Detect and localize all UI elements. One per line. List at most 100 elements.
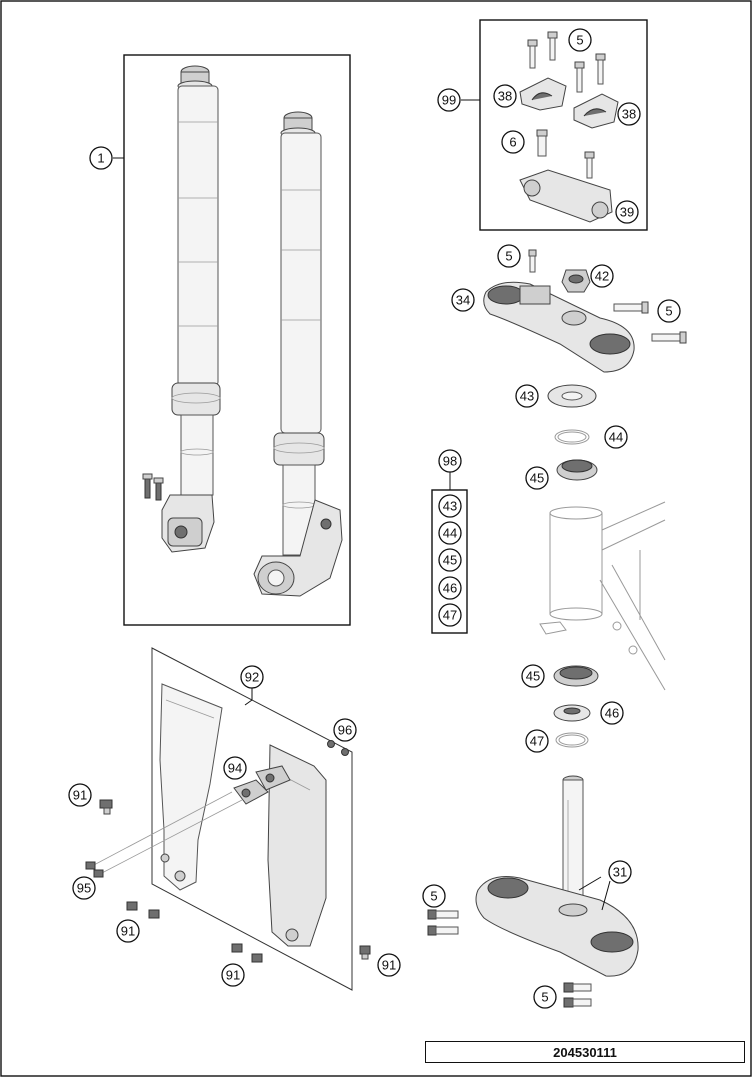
svg-text:42: 42 bbox=[595, 269, 609, 284]
callout-fork-assembly: 1 bbox=[89, 146, 113, 170]
callout-kit-item-4: 46 bbox=[438, 576, 462, 600]
svg-text:96: 96 bbox=[338, 723, 352, 738]
o-ring-lower bbox=[555, 732, 589, 748]
clamp-kit-frame bbox=[479, 19, 648, 231]
clamp-bridge bbox=[519, 169, 613, 223]
svg-text:45: 45 bbox=[530, 471, 544, 486]
guard-screw-a bbox=[99, 799, 113, 815]
fork-guard-left bbox=[159, 683, 223, 891]
svg-text:5: 5 bbox=[576, 33, 583, 48]
guard-screw-c bbox=[231, 943, 263, 963]
callout-screw-top-clamp: 5 bbox=[497, 244, 521, 268]
bearing-kit-frame bbox=[431, 489, 468, 634]
fork-assembly-frame bbox=[123, 54, 351, 626]
lower-triple-clamp-group: 31 5 5 bbox=[422, 775, 639, 1009]
fork-guard-right bbox=[267, 744, 327, 947]
svg-text:44: 44 bbox=[609, 430, 623, 445]
svg-text:39: 39 bbox=[620, 205, 634, 220]
svg-text:34: 34 bbox=[456, 293, 470, 308]
lower-triple-clamp bbox=[475, 876, 639, 977]
svg-text:47: 47 bbox=[530, 734, 544, 749]
upper-triple-clamp-group: 5 42 34 5 bbox=[451, 244, 687, 373]
right-fork-leg bbox=[253, 111, 343, 597]
callout-brake-line-guide: 94 bbox=[223, 756, 247, 780]
svg-text:5: 5 bbox=[430, 889, 437, 904]
svg-text:5: 5 bbox=[665, 304, 672, 319]
fork-guard-kit-group: 92 94 96 95 bbox=[68, 647, 401, 991]
callout-screw-91-a: 91 bbox=[68, 783, 92, 807]
svg-text:98: 98 bbox=[443, 454, 457, 469]
lower-clamp-screws-bottom bbox=[563, 982, 592, 1008]
left-fork-leg bbox=[161, 65, 221, 553]
callout-kit-item-2: 44 bbox=[438, 521, 462, 545]
cap-nut bbox=[327, 740, 335, 748]
svg-text:38: 38 bbox=[622, 107, 636, 122]
svg-text:6: 6 bbox=[509, 135, 516, 150]
svg-text:43: 43 bbox=[520, 389, 534, 404]
svg-text:92: 92 bbox=[245, 670, 259, 685]
callout-clamp-bridge: 39 bbox=[615, 200, 639, 224]
callout-clamp-kit: 99 bbox=[437, 88, 461, 112]
svg-text:46: 46 bbox=[605, 706, 619, 721]
svg-text:91: 91 bbox=[73, 788, 87, 803]
svg-text:5: 5 bbox=[541, 990, 548, 1005]
callout-clamp-right: 38 bbox=[617, 102, 641, 126]
lower-clamp-screws-left bbox=[427, 909, 459, 936]
callout-bearing-lower: 45 bbox=[521, 664, 545, 688]
svg-text:91: 91 bbox=[121, 924, 135, 939]
callout-fork-guard-kit: 92 bbox=[240, 665, 264, 689]
callout-screw-6: 6 bbox=[501, 130, 525, 154]
fork-assembly-group: 1 bbox=[89, 54, 351, 626]
callout-screw-91-b: 91 bbox=[116, 919, 140, 943]
callout-kit-item-3: 45 bbox=[438, 548, 462, 572]
callout-seal-ring: 46 bbox=[600, 701, 624, 725]
callout-screw-lower-lower: 5 bbox=[533, 985, 557, 1009]
callout-upper-triple-clamp: 34 bbox=[451, 288, 475, 312]
frame-head-tube-ghost bbox=[539, 501, 666, 691]
svg-text:45: 45 bbox=[526, 669, 540, 684]
callout-bearing-kit: 98 bbox=[438, 449, 462, 473]
callout-kit-item-1: 43 bbox=[438, 494, 462, 518]
clamp-kit-screws bbox=[527, 31, 606, 179]
lower-bearing-stack: 45 46 47 bbox=[521, 664, 624, 753]
svg-text:94: 94 bbox=[228, 761, 242, 776]
callout-cap-nut: 96 bbox=[333, 718, 357, 742]
brake-line-guide bbox=[233, 779, 269, 805]
svg-text:46: 46 bbox=[443, 581, 457, 596]
svg-text:43: 43 bbox=[443, 499, 457, 514]
svg-text:45: 45 bbox=[443, 553, 457, 568]
svg-text:1: 1 bbox=[97, 151, 104, 166]
callout-nut: 42 bbox=[590, 264, 614, 288]
svg-text:31: 31 bbox=[613, 865, 627, 880]
callout-screw-lower-upper: 5 bbox=[422, 884, 446, 908]
svg-text:91: 91 bbox=[382, 958, 396, 973]
part-number-label: 204530111 bbox=[425, 1041, 745, 1063]
callout-o-ring: 44 bbox=[604, 425, 628, 449]
callout-o-ring-lower: 47 bbox=[525, 729, 549, 753]
callout-lower-triple-clamp: 31 bbox=[608, 860, 632, 884]
guard-screw-b bbox=[126, 901, 160, 919]
clamp-kit-group: 5 99 38 38 6 39 bbox=[437, 19, 648, 231]
svg-text:44: 44 bbox=[443, 526, 457, 541]
svg-text:5: 5 bbox=[505, 249, 512, 264]
callout-clamp-left: 38 bbox=[493, 84, 517, 108]
callout-screw-95: 95 bbox=[72, 876, 96, 900]
o-ring bbox=[554, 429, 590, 445]
guard-screw-d bbox=[359, 945, 371, 960]
callout-screw-top-kit: 5 bbox=[568, 28, 592, 52]
steering-bearing-stack: 43 44 45 bbox=[515, 384, 628, 490]
callout-screw-upper-side: 5 bbox=[657, 299, 681, 323]
callout-screw-91-d: 91 bbox=[377, 953, 401, 977]
callout-kit-item-5: 47 bbox=[438, 603, 462, 627]
callout-dust-seal-ring: 43 bbox=[515, 384, 539, 408]
svg-text:38: 38 bbox=[498, 89, 512, 104]
svg-text:99: 99 bbox=[442, 93, 456, 108]
svg-text:95: 95 bbox=[77, 881, 91, 896]
long-guard-screws bbox=[85, 791, 243, 878]
callout-screw-91-c: 91 bbox=[221, 963, 245, 987]
callout-bearing-upper: 45 bbox=[525, 466, 549, 490]
bearing-kit-group: 98 43 44 45 46 47 bbox=[431, 449, 468, 634]
